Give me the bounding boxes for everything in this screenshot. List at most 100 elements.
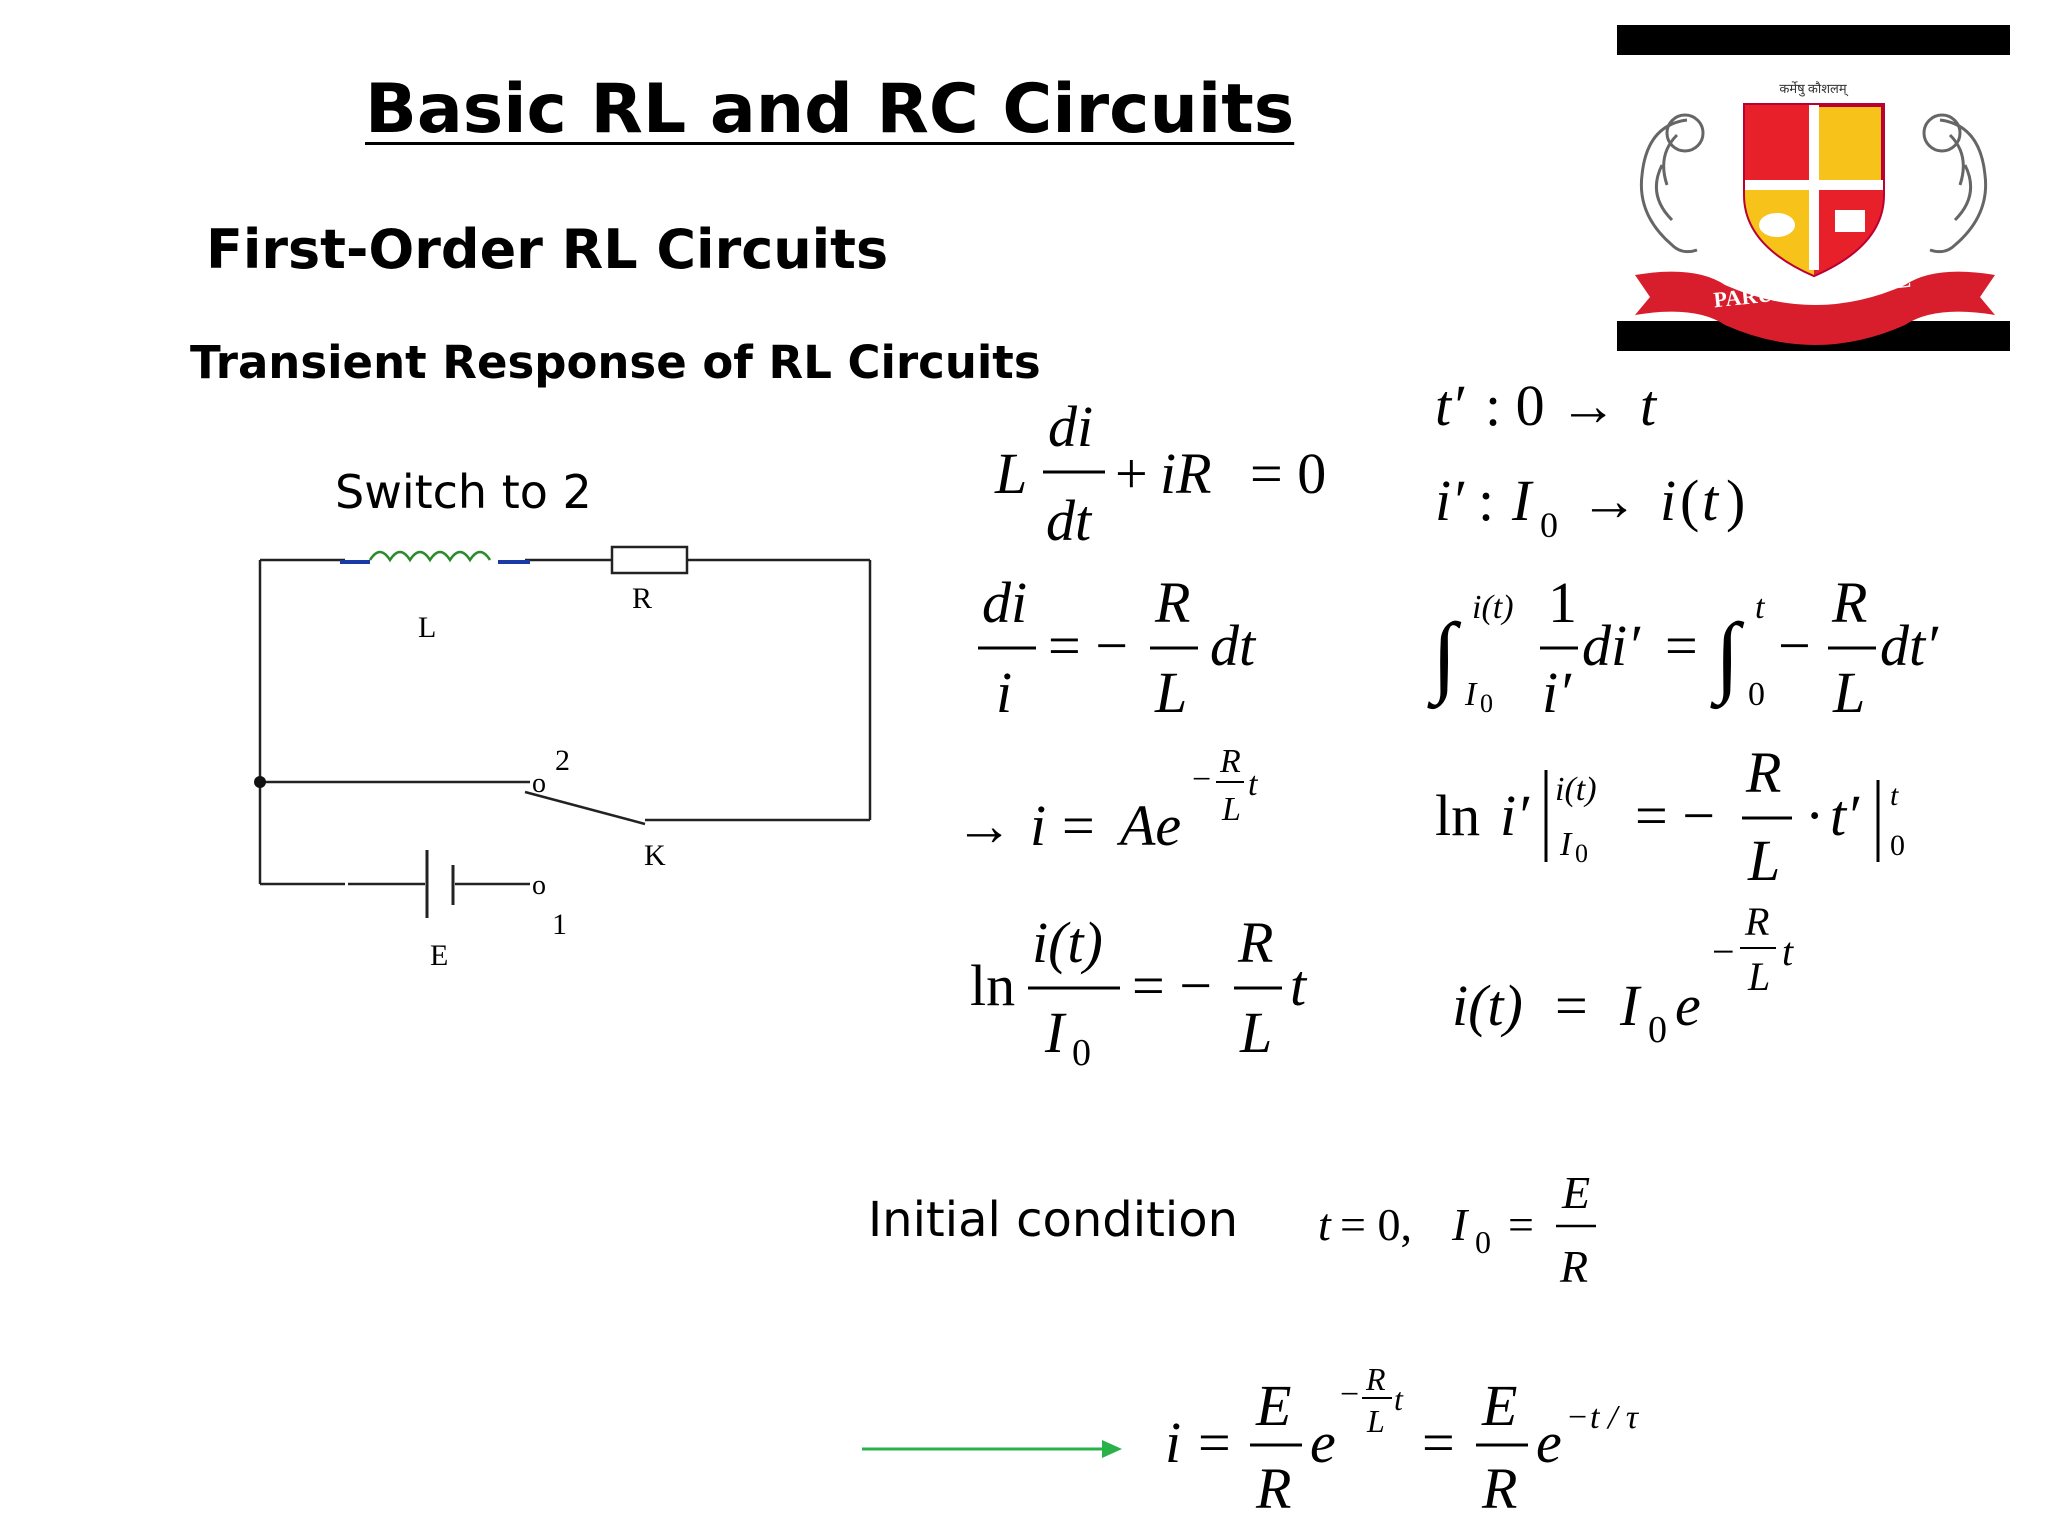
svg-text:i′: i′ [1500,783,1530,848]
svg-text:dt: dt [1210,613,1257,678]
svg-text:t: t [1702,468,1720,533]
svg-text:=: = [1508,1199,1534,1250]
svg-text:i(t): i(t) [1032,910,1103,975]
svg-text:: 0 →: : 0 → [1485,373,1617,438]
svg-text:I: I [1464,676,1478,713]
svg-text:i(t): i(t) [1452,973,1523,1038]
svg-text:E: E [1481,1373,1517,1438]
inductor-label: L [418,611,436,644]
svg-text:L: L [1747,828,1780,893]
svg-text:−: − [1568,1399,1587,1436]
svg-text:(: ( [1680,468,1699,533]
svg-text:R: R [1744,899,1769,944]
svg-text:→: → [1580,468,1638,533]
svg-text:∫: ∫ [1710,606,1745,710]
svg-text:E: E [1255,1373,1291,1438]
svg-text:+: + [1115,441,1148,506]
svg-text:ln: ln [970,953,1015,1018]
svg-text:t: t [1890,779,1899,812]
svg-text:i: i [1165,1410,1181,1475]
result-arrow [862,1440,1122,1458]
slide-subtitle: First-Order RL Circuits [206,218,889,281]
svg-text:0: 0 [1540,505,1558,545]
section-heading: Transient Response of RL Circuits [190,336,1041,389]
circuit-caption: Switch to 2 [335,465,592,519]
svg-text:0: 0 [1480,689,1493,718]
svg-text:0: 0 [1648,1009,1667,1051]
equation-l3: → i = Ae − R L t [955,743,1259,858]
svg-text:0: 0 [1890,829,1905,862]
svg-text:t / τ: t / τ [1590,1399,1640,1436]
svg-text:=: = [1198,1410,1231,1475]
svg-text:R: R [1365,1361,1386,1397]
svg-text:t: t [1755,589,1766,626]
svg-text:I: I [1559,826,1573,863]
svg-text:= −: = − [1132,953,1212,1018]
svg-text:t′: t′ [1830,783,1860,848]
svg-text:e: e [1675,973,1701,1038]
svg-text:R: R [1831,570,1867,635]
svg-text:= −: = − [1635,783,1715,848]
svg-text:∫: ∫ [1427,606,1462,710]
svg-text:i′: i′ [1435,468,1465,533]
svg-text:ln: ln [1435,783,1480,848]
svg-text:R: R [1219,743,1241,780]
svg-text:o: o [532,768,546,799]
resistor-symbol [610,545,689,575]
svg-text:): ) [1726,468,1745,533]
svg-text:L: L [1366,1403,1385,1439]
battery-label: E [430,939,448,972]
svg-text:E: E [1561,1167,1590,1218]
svg-text:−: − [1712,929,1735,974]
logo-motto: कर्मेषु कौशलम् [1779,81,1848,97]
svg-text::: : [1478,468,1494,533]
initial-condition-label: Initial condition [868,1192,1239,1248]
svg-text:t: t [1290,953,1308,1018]
svg-text:i(t): i(t) [1555,771,1597,808]
svg-text:t′: t′ [1435,373,1465,438]
svg-text:e: e [1536,1410,1562,1475]
svg-text:R: R [1481,1456,1517,1521]
junction-dot [254,776,266,788]
equation-r3: ∫ i(t) I 0 1 i′ di′ = ∫ t 0 − R L dt′ [1427,570,1939,725]
svg-text:di: di [1048,394,1093,459]
svg-text:t: t [1318,1199,1332,1250]
svg-text:=: = [1062,793,1095,858]
svg-text:R: R [1559,1241,1588,1292]
svg-text:dt′: dt′ [1880,613,1939,678]
svg-text:I: I [1619,973,1642,1038]
parul-institute-logo: कर्मेषु कौशलम् PARUL INSTITUTE [1617,25,2010,351]
resistor-label: R [632,582,652,615]
svg-text:iR: iR [1160,441,1212,506]
svg-text:e: e [1310,1410,1336,1475]
rl-circuit-diagram: o o 2 1 L R K E [254,545,872,972]
svg-text:L: L [1747,954,1770,999]
svg-text:L: L [1239,1000,1272,1065]
svg-text:=: = [1665,613,1698,678]
svg-text:t: t [1248,766,1259,803]
svg-text:R: R [1255,1456,1291,1521]
equation-r1: t′ : 0 → t [1435,373,1658,438]
svg-text:dt: dt [1046,488,1093,553]
svg-text:·: · [1805,783,1824,848]
svg-text:I: I [1451,1199,1470,1250]
svg-text:di: di [982,570,1027,635]
final-equation: i = E R e − R L t = E R e − t / τ [1165,1361,1640,1521]
svg-text:=: = [1422,1410,1455,1475]
svg-text:−: − [1340,1376,1359,1413]
equation-l4: ln i(t) I 0 = − R L t [970,910,1308,1074]
svg-text:0: 0 [1475,1224,1491,1260]
svg-text:o: o [532,870,546,901]
terminal-1-label: 1 [552,908,567,941]
svg-text:I: I [1044,1000,1067,1065]
equation-l2: di i = − R L dt [978,570,1257,725]
svg-text:=: = [1555,973,1588,1038]
svg-text:−: − [1192,761,1211,798]
svg-text:i: i [1660,468,1676,533]
slide-title: Basic RL and RC Circuits [365,70,1295,149]
svg-text:= −: = − [1048,613,1128,678]
svg-text:L: L [1221,791,1241,828]
svg-text:t: t [1782,929,1794,974]
svg-text:= 0: = 0 [1250,441,1326,506]
